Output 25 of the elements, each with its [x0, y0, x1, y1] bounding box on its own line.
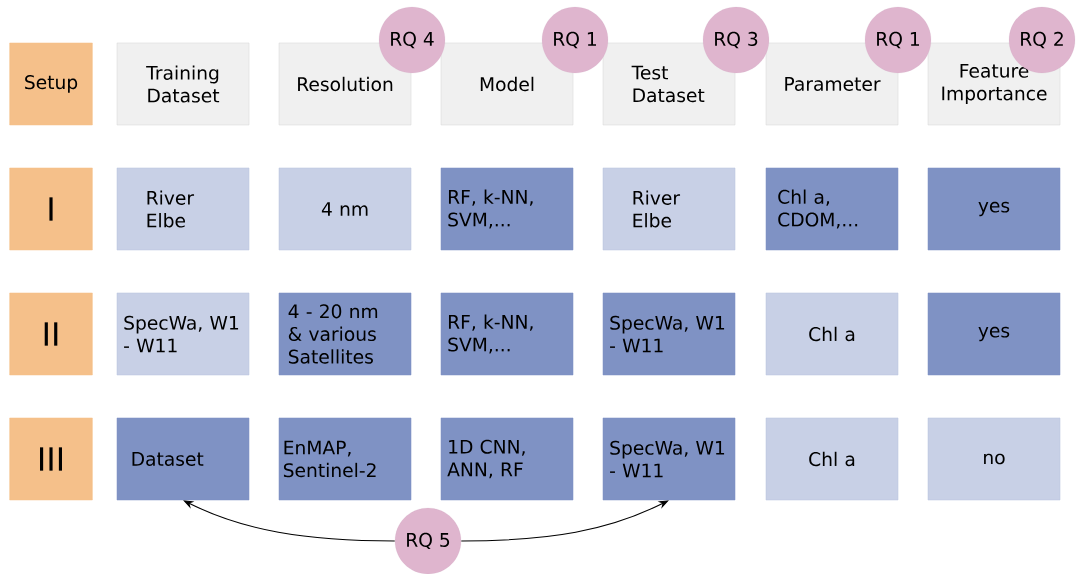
row-label-box: Setup — [9, 42, 93, 126]
cell-box: River Elbe — [116, 167, 250, 251]
cell-box: SpecWa, W1 - W11 — [602, 417, 736, 501]
cell-box: River Elbe — [602, 167, 736, 251]
cell-box: yes — [927, 292, 1061, 376]
row-label-box: III — [9, 417, 93, 501]
cell-box: SpecWa, W1 - W11 — [602, 292, 736, 376]
cell-box: EnMAP, Sentinel-2 — [278, 417, 412, 501]
row-label-box: II — [9, 292, 93, 376]
cell-box: 4 nm — [278, 167, 412, 251]
cell-box: RF, k-NN, SVM,... — [440, 167, 574, 251]
cell-box: Chl a — [765, 292, 899, 376]
cell-box: Dataset — [116, 417, 250, 501]
arrow — [183, 500, 396, 542]
row-label-box: I — [9, 167, 93, 251]
cell-box: 1D CNN, ANN, RF — [440, 417, 574, 501]
cell-box: yes — [927, 167, 1061, 251]
cell-box: Chl a — [765, 417, 899, 501]
cell-box: SpecWa, W1 - W11 — [116, 292, 250, 376]
header-box: Training Dataset — [116, 42, 250, 126]
cell-box: 4 - 20 nm & various Satellites — [278, 292, 412, 376]
cell-box: RF, k-NN, SVM,... — [440, 292, 574, 376]
arrow — [460, 500, 669, 542]
cell-box: no — [927, 417, 1061, 501]
cell-box: Chl a, CDOM,... — [765, 167, 899, 251]
